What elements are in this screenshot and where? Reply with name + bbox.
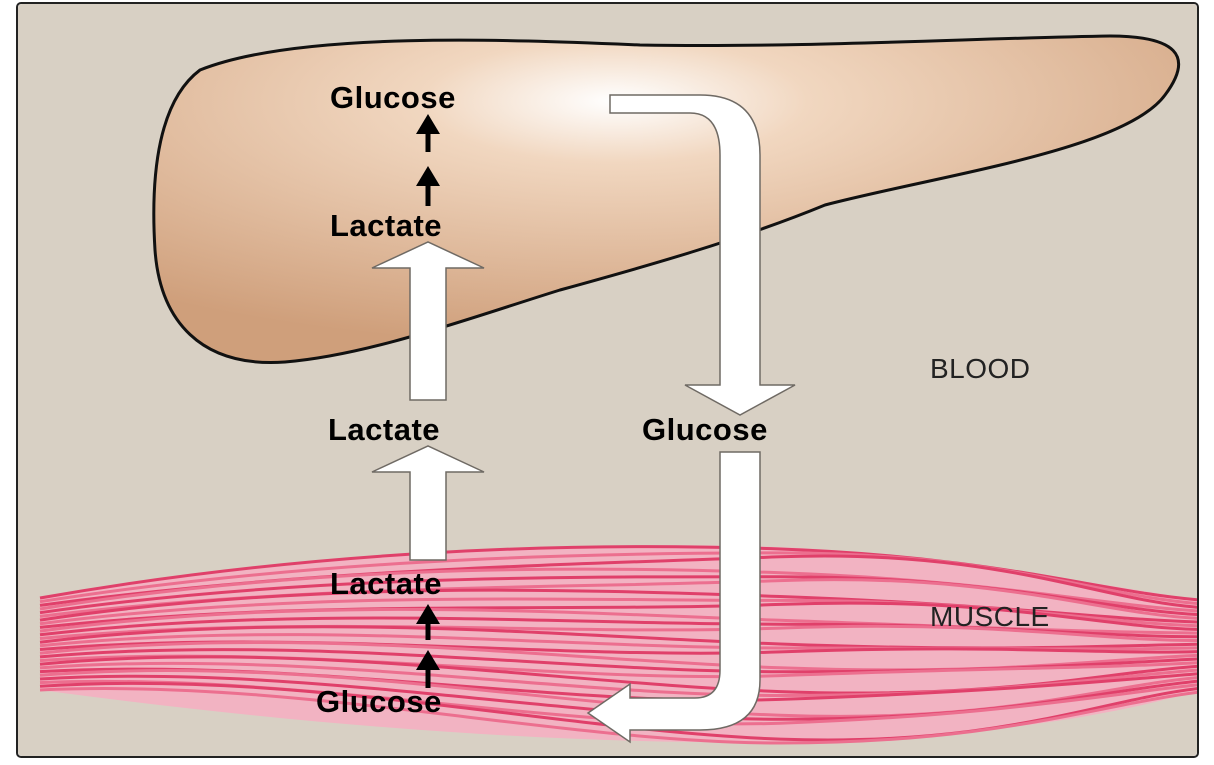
muscle-region-label: MUSCLE	[930, 601, 1050, 632]
muscle-glucose-label: Glucose	[316, 684, 442, 719]
blood-region-label: BLOOD	[930, 353, 1031, 384]
blood-lactate-label: Lactate	[328, 412, 440, 447]
liver-lactate-label: Lactate	[330, 208, 442, 243]
liver-glucose-label: Glucose	[330, 80, 456, 115]
blood-glucose-label: Glucose	[642, 412, 768, 447]
muscle-lactate-label: Lactate	[330, 566, 442, 601]
